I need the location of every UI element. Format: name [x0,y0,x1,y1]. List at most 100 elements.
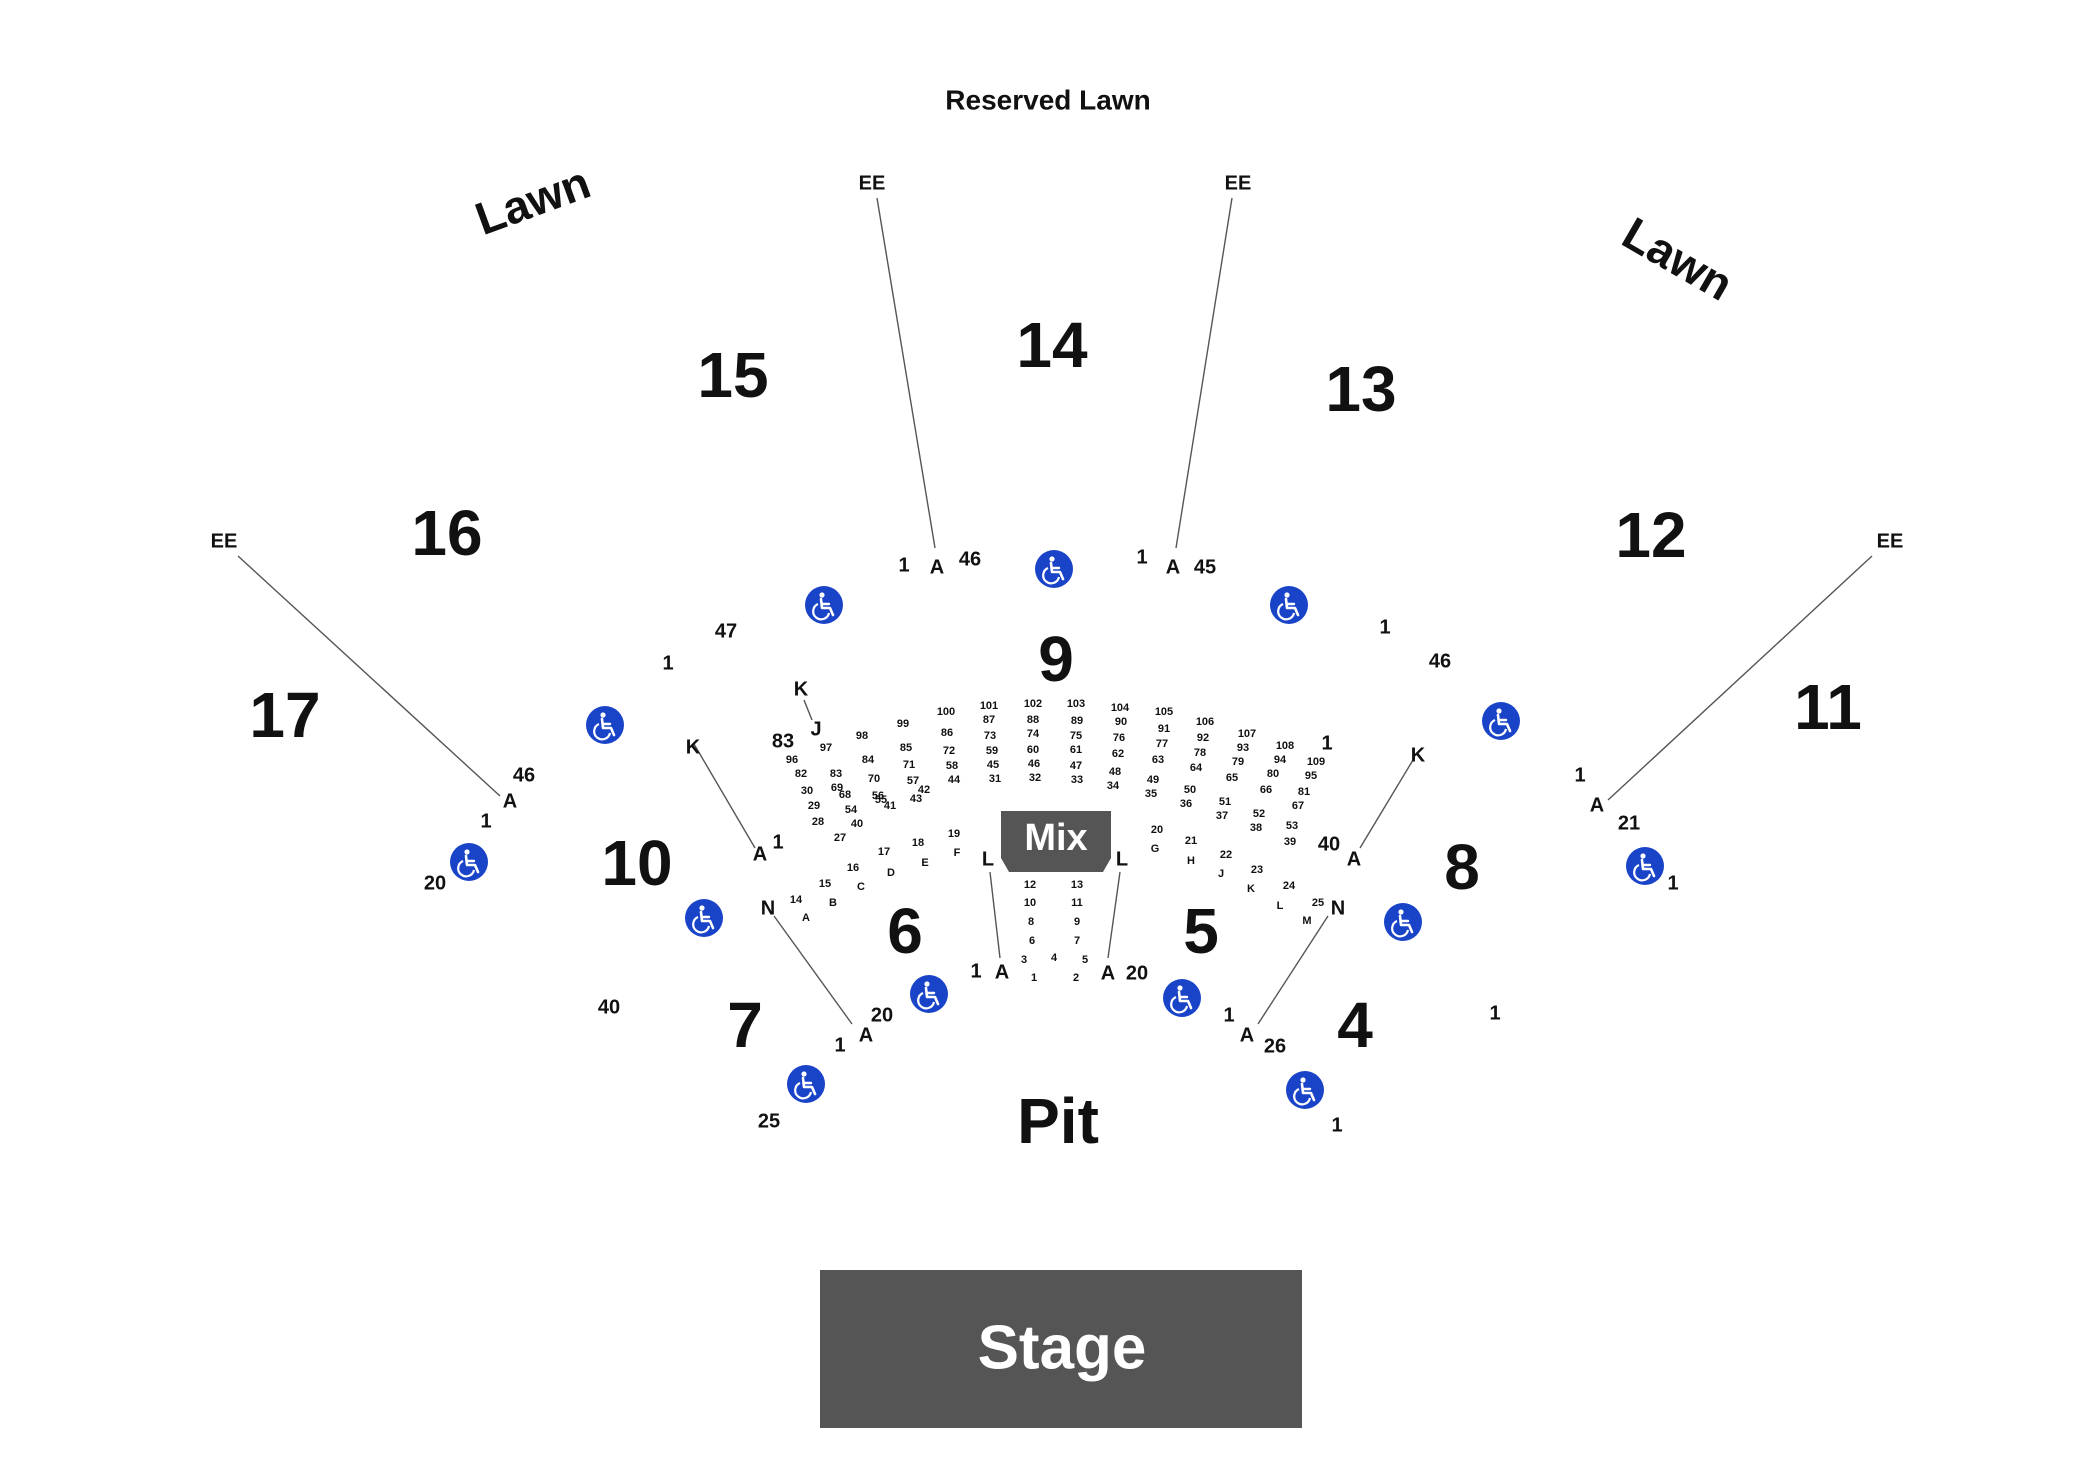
row-label: 1 [898,554,909,576]
leader-line [1257,915,1329,1025]
row-label: 1 [772,831,783,853]
section-11[interactable]: 11 [1794,671,1862,743]
leader-line [693,743,756,849]
row-label: N [1331,897,1345,919]
wheelchair-icon[interactable] [908,973,950,1015]
row-label: L [982,848,994,870]
seat-number: 85 [900,742,912,754]
seat-number: 36 [1180,798,1192,810]
seat-number: 16 [847,862,859,874]
seat-number: 62 [1112,748,1124,760]
seat-number: 78 [1194,747,1206,759]
wheelchair-icon[interactable] [1161,977,1203,1019]
wheelchair-icon[interactable] [1382,901,1424,943]
seat-number: 76 [1113,732,1125,744]
section-13[interactable]: 13 [1325,353,1396,425]
seat-number: 91 [1158,723,1170,735]
row-label: L [1116,848,1128,870]
seat-number: 80 [1267,768,1279,780]
seat-number: 5 [1082,954,1088,966]
seat-number: 51 [1219,796,1231,808]
wheelchair-icon[interactable] [584,704,626,746]
seat-number: 65 [1226,772,1238,784]
seat-number: 75 [1070,730,1082,742]
seat-number: M [1302,915,1311,927]
wheelchair-icon[interactable] [1480,700,1522,742]
seat-number: 77 [1156,738,1168,750]
seat-number: H [1187,855,1195,867]
row-label: 1 [970,960,981,982]
seat-number: 88 [1027,714,1039,726]
seat-number: 7 [1074,935,1080,947]
seat-number: 46 [1028,758,1040,770]
seat-number: 23 [1251,864,1263,876]
section-14[interactable]: 14 [1016,309,1088,381]
row-label: 40 [1318,833,1340,855]
wheelchair-icon[interactable] [1268,584,1310,626]
row-label: A [1166,556,1180,578]
seat-number: 21 [1185,835,1197,847]
row-label: 1 [1223,1004,1234,1026]
section-5[interactable]: 5 [1183,895,1219,967]
seat-number: 39 [1284,836,1296,848]
row-label: 1 [662,652,673,674]
section-16[interactable]: 16 [411,497,482,569]
row-label: A [1240,1024,1254,1046]
row-labels: EE EE EE EE 1 A 46 1 A 45 47 1 1 46 K K … [211,172,1904,1136]
row-label: EE [1225,172,1252,194]
wheelchair-icon[interactable] [785,1063,827,1105]
lawn-right-label[interactable]: Lawn [1614,207,1742,311]
row-label: 20 [871,1004,893,1026]
seat-number: 103 [1067,698,1085,710]
section-10[interactable]: 10 [601,827,672,899]
seat-number: 50 [1184,784,1196,796]
seat-number: 64 [1190,762,1203,774]
seat-number: 56 [872,790,884,802]
seat-number: 49 [1147,774,1159,786]
seat-number: 44 [948,774,961,786]
section-12[interactable]: 12 [1615,499,1686,571]
leader-line [1359,759,1414,849]
seat-number: 86 [941,727,953,739]
reserved-lawn-title: Reserved Lawn [945,84,1150,115]
wheelchair-icon[interactable] [683,897,725,939]
seat-number: 102 [1024,698,1042,710]
seat-number: 70 [868,773,880,785]
stage-block [820,1270,1302,1428]
seat-number: 28 [812,816,824,828]
seat-number: 101 [980,700,998,712]
wheelchair-icon[interactable] [448,841,490,883]
seat-number: 37 [1216,810,1228,822]
wheelchair-icon[interactable] [1284,1069,1326,1111]
wheelchair-icon[interactable] [803,584,845,626]
seat-number: 71 [903,759,915,771]
row-label: 46 [959,548,981,570]
leader-line [1607,555,1873,801]
section-17[interactable]: 17 [249,679,320,751]
seat-number: D [887,867,895,879]
section-4[interactable]: 4 [1337,989,1373,1061]
wheelchair-icon[interactable] [1624,845,1666,887]
pit-label[interactable]: Pit [1017,1085,1099,1157]
seat-number: 59 [986,745,998,757]
lawn-left-label[interactable]: Lawn [469,156,597,245]
section-8[interactable]: 8 [1444,831,1480,903]
seat-number: 32 [1029,772,1041,784]
section-15[interactable]: 15 [697,339,768,411]
seat-number: 52 [1253,808,1265,820]
seat-number: 87 [983,714,995,726]
mix-position[interactable]: Mix [1001,811,1111,872]
section-6[interactable]: 6 [887,895,923,967]
seat-number: 19 [948,828,960,840]
seat-number: 9 [1074,916,1080,928]
seat-number: 106 [1196,716,1214,728]
row-label: 1 [1321,732,1332,754]
row-label: J [810,718,821,740]
seat-number: 61 [1070,744,1082,756]
seat-number: 20 [1151,824,1163,836]
section-9[interactable]: 9 [1038,623,1074,695]
seat-number: 18 [912,837,924,849]
section-7[interactable]: 7 [727,989,763,1061]
seat-number: 96 [786,754,798,766]
